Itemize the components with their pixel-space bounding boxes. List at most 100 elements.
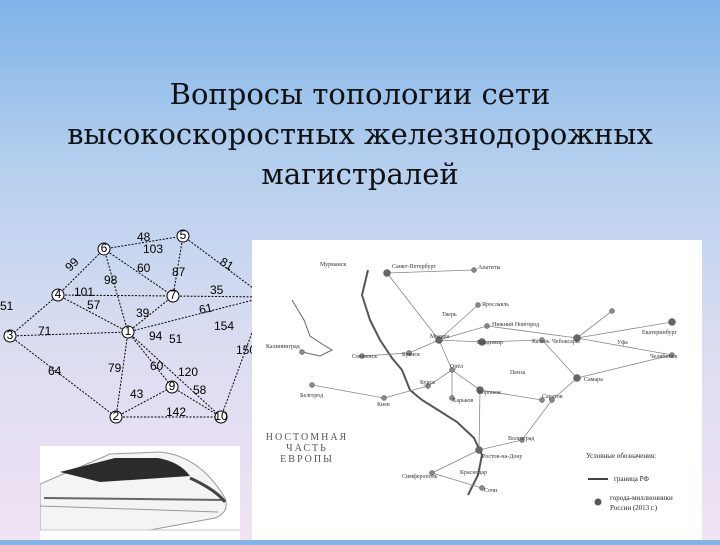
city-marker <box>484 323 490 329</box>
edge-weight: 87 <box>172 265 186 279</box>
city-marker <box>573 334 581 342</box>
city-marker <box>573 374 581 382</box>
city-marker <box>539 397 545 403</box>
city-label: Белгород <box>300 393 323 399</box>
graph-node-5 <box>176 229 190 243</box>
city-label: Казань <box>532 339 550 345</box>
city-marker <box>471 267 477 273</box>
edge-weight: 101 <box>74 285 94 299</box>
city-label: Саратов <box>542 394 563 400</box>
region-label: ЧАСТЬ <box>286 443 328 454</box>
graph-node-1 <box>121 325 135 339</box>
edge-weight: 120 <box>178 365 198 379</box>
city-marker <box>539 337 545 343</box>
city-marker <box>406 350 412 356</box>
city-label: Тверь <box>442 312 457 318</box>
city-label: Краснодар <box>460 470 487 476</box>
title-line-3: магистралей <box>261 157 459 191</box>
city-marker <box>609 308 615 314</box>
city-marker <box>449 395 455 401</box>
node-label: 3 <box>7 328 14 342</box>
city-label: Челябинск <box>650 353 677 360</box>
city-marker <box>429 470 435 476</box>
city-label: Смоленск <box>352 354 377 360</box>
city-label: Пенза <box>510 370 526 376</box>
edge-weight: 58 <box>193 383 207 397</box>
city-label: Чебоксары <box>552 338 580 345</box>
city-marker <box>359 353 365 359</box>
city-label: Ярославль <box>482 302 509 308</box>
city-marker <box>475 446 483 454</box>
legend-cities-sublabel: России (2013 г.) <box>610 504 658 512</box>
graph-node-7 <box>166 289 180 303</box>
city-marker <box>475 302 481 308</box>
edge-weight: 79 <box>108 361 122 375</box>
edge-weight: 99 <box>62 255 82 275</box>
city-marker <box>479 485 485 491</box>
weighted-graph-diagram: 1 2 3 4 5 6 7 8 9 10 48 103 81 60 87 99 … <box>0 222 290 432</box>
city-label: Симферополь <box>402 473 438 480</box>
railway-network-map: Мурманск Санкт-Петербург Апатиты Ярослав… <box>252 240 702 540</box>
coast-line <box>291 299 334 357</box>
city-label: Апатиты <box>478 265 501 271</box>
city-marker <box>299 349 305 355</box>
legend-city-swatch <box>594 498 602 506</box>
edge-weight: 43 <box>130 387 144 401</box>
edge-weight: 57 <box>87 298 101 312</box>
city-marker <box>478 338 486 346</box>
city-marker <box>519 437 525 443</box>
city-label: Волгоград <box>508 436 534 442</box>
city-label: Ростов-на-Дону <box>482 454 523 460</box>
graph-edges <box>9 235 266 418</box>
city-marker <box>476 386 484 394</box>
title-line-2: высокоскоростных железнодорожных <box>67 117 653 151</box>
city-label: Москва <box>430 334 450 340</box>
city-label: Харьков <box>452 398 473 404</box>
node-label: 4 <box>55 287 62 301</box>
legend-border-label: граница РФ <box>614 475 649 483</box>
edge-weight: 154 <box>214 319 234 333</box>
city-label: Екатеринбург <box>642 329 678 336</box>
city-label: Киев <box>377 402 390 408</box>
city-marker <box>435 336 443 344</box>
city-label: Уфа <box>617 339 628 346</box>
city-marker <box>668 318 676 326</box>
city-label: Сочи <box>484 488 498 494</box>
node-label: 10 <box>214 409 228 423</box>
node-label: 5 <box>180 228 187 242</box>
legend-title: Условные обозначения: <box>586 452 656 460</box>
city-label: Брянск <box>402 352 420 358</box>
edge-weight: 150 <box>236 343 256 357</box>
city-label: Воронеж <box>478 390 502 396</box>
edge-weight: 35 <box>210 283 224 297</box>
city-label: Калининград <box>266 344 300 350</box>
graph-node-2 <box>109 410 123 424</box>
train-image <box>39 446 240 540</box>
city-marker <box>425 383 431 389</box>
region-label: ЕВРОПЫ <box>280 454 334 465</box>
graph-node-3 <box>3 329 17 343</box>
node-label: 6 <box>101 241 108 255</box>
graph-node-4 <box>51 288 65 302</box>
city-label: Орёл <box>450 364 463 370</box>
graph-node-9 <box>165 380 179 394</box>
rail-links <box>311 269 673 489</box>
edge-weight: 48 <box>137 230 151 244</box>
title-line-1: Вопросы топологии сети <box>169 77 551 111</box>
edge-weight: 98 <box>104 273 118 287</box>
graph-node-10 <box>214 410 228 424</box>
edge-weight: 64 <box>48 364 62 378</box>
city-marker <box>309 382 315 388</box>
edge-weight: 81 <box>218 254 237 273</box>
city-label: Санкт-Петербург <box>392 263 436 270</box>
edge-weight: 51 <box>0 299 14 313</box>
node-label: 1 <box>125 324 132 338</box>
city-label: Курск <box>420 380 435 386</box>
edge-weight: 142 <box>166 405 186 419</box>
city-marker <box>669 352 675 358</box>
edge-weight: 71 <box>38 324 52 338</box>
city-marker <box>383 269 391 277</box>
edge-weight: 61 <box>198 300 214 317</box>
city-marker <box>381 395 387 401</box>
edge-weight: 94 <box>149 329 163 343</box>
